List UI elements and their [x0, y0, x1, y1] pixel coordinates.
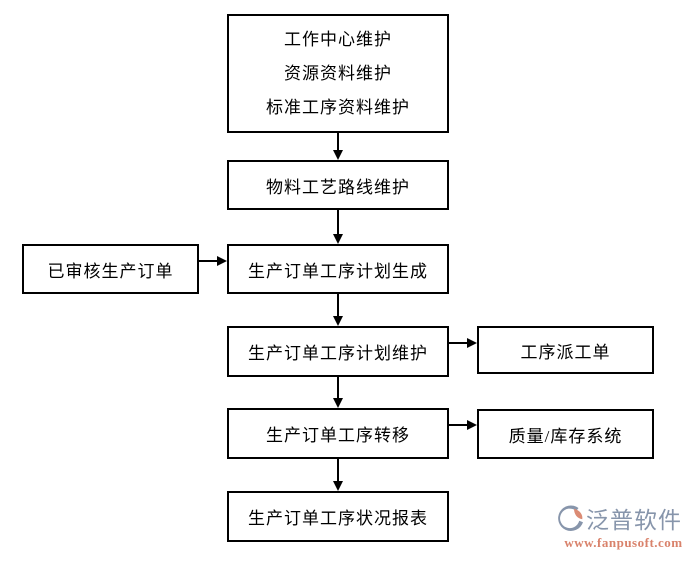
node-approved-production-order: 已审核生产订单 — [22, 244, 199, 294]
arrow-plangen-to-planmaint — [333, 294, 343, 326]
arrow-transfer-to-report — [333, 459, 343, 491]
watermark-brand-text: 泛普软件 — [586, 507, 682, 533]
fanpu-watermark: 泛普软件 www.fanpusoft.com — [556, 505, 691, 551]
arrow-planmaint-to-transfer — [333, 377, 343, 408]
node-master-data-maintenance: 工作中心维护 资源资料维护 标准工序资料维护 — [227, 14, 449, 133]
node-label: 已审核生产订单 — [47, 261, 174, 281]
node-label: 生产订单工序转移 — [266, 426, 410, 445]
node-label: 生产订单工序计划维护 — [248, 344, 428, 363]
node-quality-inventory-system: 质量/库存系统 — [477, 409, 654, 459]
node-label: 物料工艺路线维护 — [266, 177, 410, 197]
node-label: 工序派工单 — [520, 342, 611, 362]
node-process-dispatch-order: 工序派工单 — [477, 326, 654, 374]
node-label: 生产订单工序状况报表 — [248, 509, 428, 528]
node-process-plan-maintenance: 生产订单工序计划维护 — [227, 326, 449, 377]
node-line-standard-process: 标准工序资料维护 — [266, 97, 410, 117]
node-process-status-report: 生产订单工序状况报表 — [227, 491, 449, 542]
node-process-transfer: 生产订单工序转移 — [227, 408, 449, 459]
node-line-resource-data: 资源资料维护 — [284, 63, 392, 83]
fanpu-logo-icon — [558, 505, 583, 531]
node-material-routing-maintenance: 物料工艺路线维护 — [227, 160, 449, 210]
watermark-brand-row: 泛普软件 — [556, 505, 691, 535]
node-line-work-center: 工作中心维护 — [284, 29, 392, 49]
arrow-master-to-routing — [333, 133, 343, 160]
arrow-approved-to-plangen — [199, 256, 227, 266]
arrow-transfer-to-quality — [449, 420, 477, 430]
arrow-routing-to-plangen — [333, 210, 343, 244]
node-process-plan-generation: 生产订单工序计划生成 — [227, 244, 449, 294]
node-label: 生产订单工序计划生成 — [248, 261, 428, 281]
arrow-planmaint-to-dispatch — [449, 338, 477, 348]
node-label: 质量/库存系统 — [508, 426, 623, 446]
watermark-url-text: www.fanpusoft.com — [564, 535, 683, 550]
